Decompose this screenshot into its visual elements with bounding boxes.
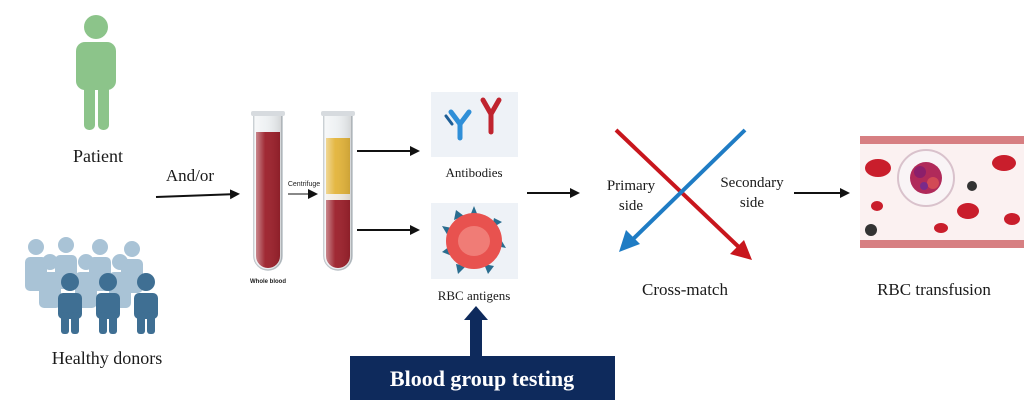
blood-vessel-icon	[860, 136, 1024, 248]
rbc-transfusion-label: RBC transfusion	[877, 280, 991, 299]
primary-side-label-line1: Primary	[607, 178, 656, 194]
secondary-side-label-line2: side	[740, 195, 765, 211]
patient-icon	[76, 15, 116, 130]
patient-label: Patient	[73, 146, 123, 166]
up-arrow-icon	[464, 306, 488, 356]
separated-tube-icon	[321, 111, 355, 271]
and-or-arrow	[155, 189, 240, 200]
whole-blood-label: Whole blood	[250, 279, 286, 285]
secondary-side-label-line1: Secondary	[720, 175, 784, 191]
crowd-icon	[25, 237, 158, 334]
antibodies-panel	[431, 92, 518, 157]
cross-match-label: Cross-match	[642, 280, 728, 299]
cross-match-icon	[614, 128, 752, 260]
whole-blood-tube-icon	[251, 111, 285, 271]
blood-group-testing-label: Blood group testing	[390, 366, 574, 391]
healthy-donors-label: Healthy donors	[52, 348, 162, 368]
and-or-label: And/or	[166, 166, 215, 185]
red-cell-icon	[442, 206, 506, 274]
antibody-icon	[444, 97, 502, 141]
rbc-antigens-label: RBC antigens	[438, 288, 511, 303]
antibodies-label: Antibodies	[445, 165, 502, 180]
centrifuge-label: Centrifuge	[288, 181, 320, 188]
blood-group-testing-banner	[350, 356, 615, 400]
primary-side-label-line2: side	[619, 198, 644, 214]
